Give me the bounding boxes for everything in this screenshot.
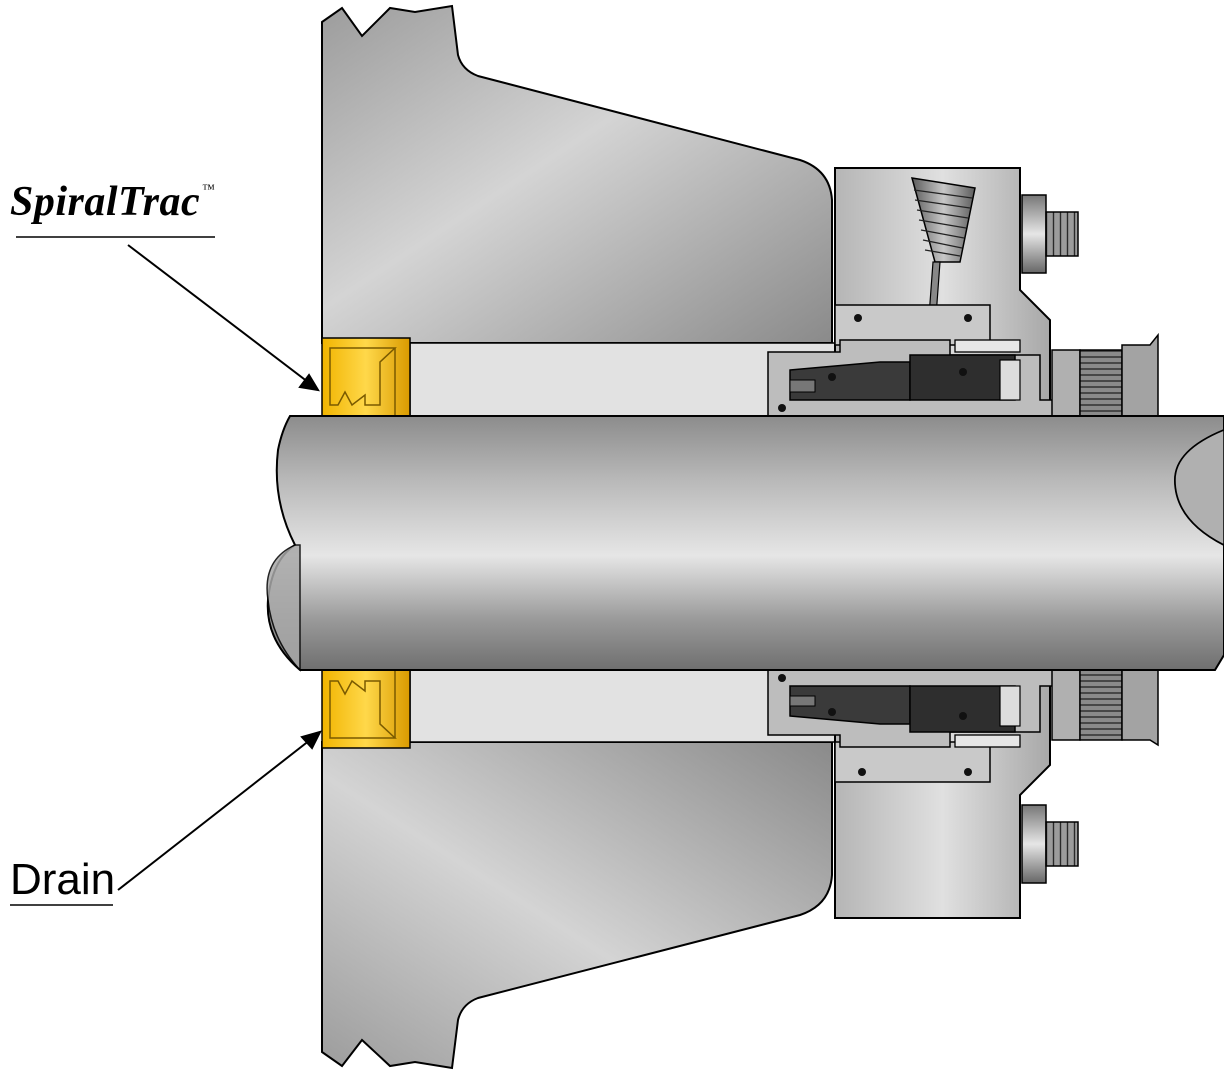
bore-bottom <box>409 669 836 743</box>
drain-label: Drain <box>10 855 116 904</box>
shaft-break-left <box>266 544 301 672</box>
seal-assembly-top <box>767 304 1159 417</box>
gland-bolt-top <box>1021 194 1079 274</box>
spiraltrac-label-text: SpiralTrac <box>10 179 201 225</box>
bore-top <box>409 342 836 417</box>
shaft <box>266 415 1224 671</box>
housing-bottom <box>321 741 833 1070</box>
shaft-break-right <box>1174 429 1224 546</box>
drain-leader-arrow <box>10 730 322 906</box>
spiraltrac-leader-arrow <box>16 236 320 392</box>
trademark-symbol: ™ <box>202 181 216 196</box>
spiraltrac-insert-bottom <box>321 669 411 749</box>
seal-assembly-bottom <box>767 669 1159 783</box>
housing-top <box>321 4 833 344</box>
spiraltrac-insert-top <box>321 337 411 417</box>
gland-bolt-bottom <box>1021 804 1079 884</box>
